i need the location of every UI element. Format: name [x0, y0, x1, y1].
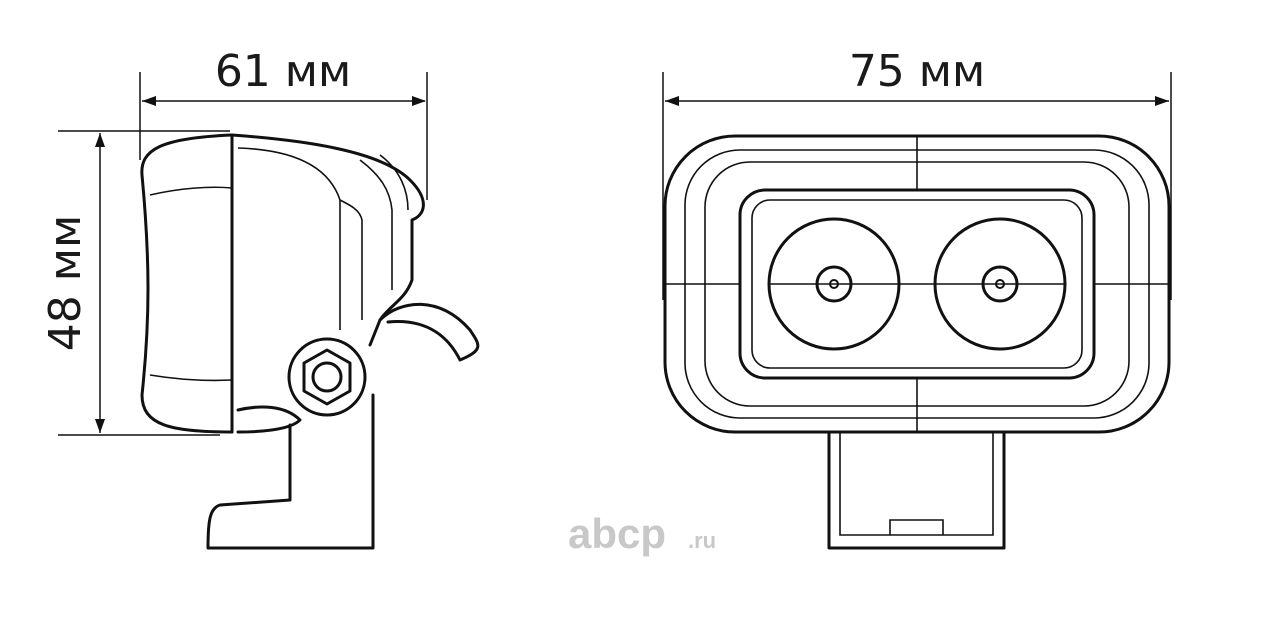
height-label: 48 мм: [40, 215, 91, 351]
depth-label: 61 мм: [215, 46, 351, 97]
front-view: [663, 134, 1171, 550]
watermark-brand: abcp: [568, 510, 666, 557]
depth-dimension: 61 мм: [139, 46, 428, 200]
watermark-suffix: .ru: [688, 528, 716, 553]
height-dimension: 48 мм: [40, 130, 230, 436]
width-label: 75 мм: [849, 46, 985, 97]
watermark-logo: abcp .ru: [568, 510, 716, 557]
width-dimension: 75 мм: [662, 46, 1172, 300]
side-view: [140, 133, 480, 550]
